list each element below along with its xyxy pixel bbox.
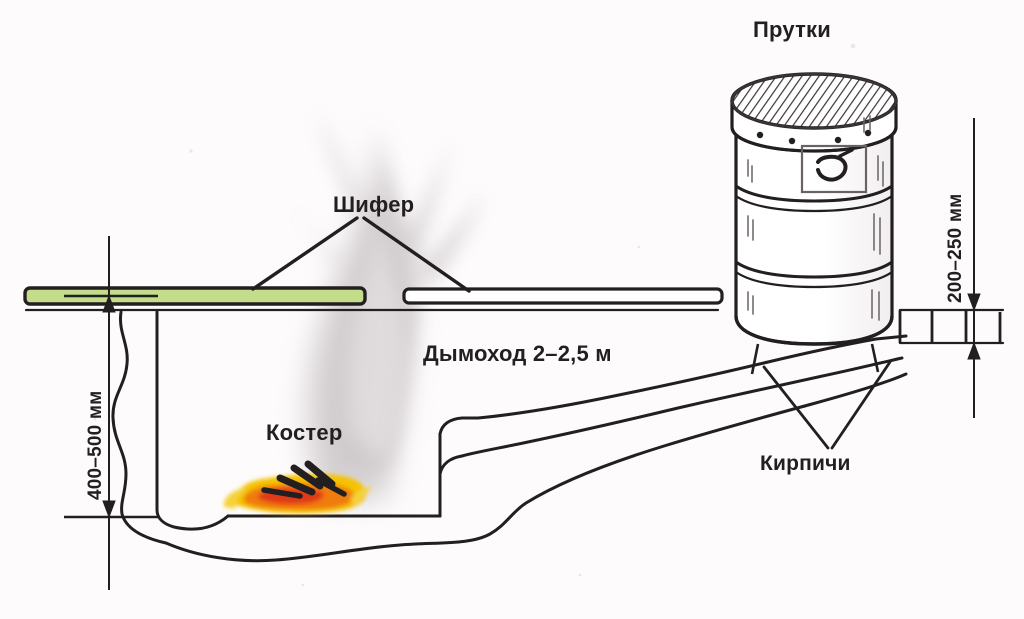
label-slate: Шифер: [333, 192, 415, 217]
paper-speckles: [93, 43, 856, 587]
metal-barrel: [730, 72, 898, 375]
smoke-plume: [282, 112, 484, 500]
label-campfire: Костер: [266, 420, 343, 445]
barrel-shading: [747, 115, 884, 321]
campfire: [223, 460, 372, 514]
bricks-leader-lines: [762, 360, 892, 450]
dimension-barrel-lift: [967, 118, 981, 418]
label-bricks: Кирпичи: [760, 452, 851, 475]
barrel-emblem: [800, 144, 868, 194]
dimension-label-pit-depth: 400–500 мм: [85, 390, 106, 500]
dimension-pit-depth: [64, 236, 158, 590]
slate-leader-lines: [251, 216, 471, 293]
brick-stack: [898, 310, 1002, 343]
label-chimney: Дымоход 2–2,5 м: [423, 341, 612, 366]
rivets: [756, 129, 872, 145]
slate-slab-right: [402, 287, 724, 305]
dimension-label-barrel-lift: 200–250 мм: [945, 193, 966, 303]
label-rods: Прутки: [753, 17, 831, 42]
